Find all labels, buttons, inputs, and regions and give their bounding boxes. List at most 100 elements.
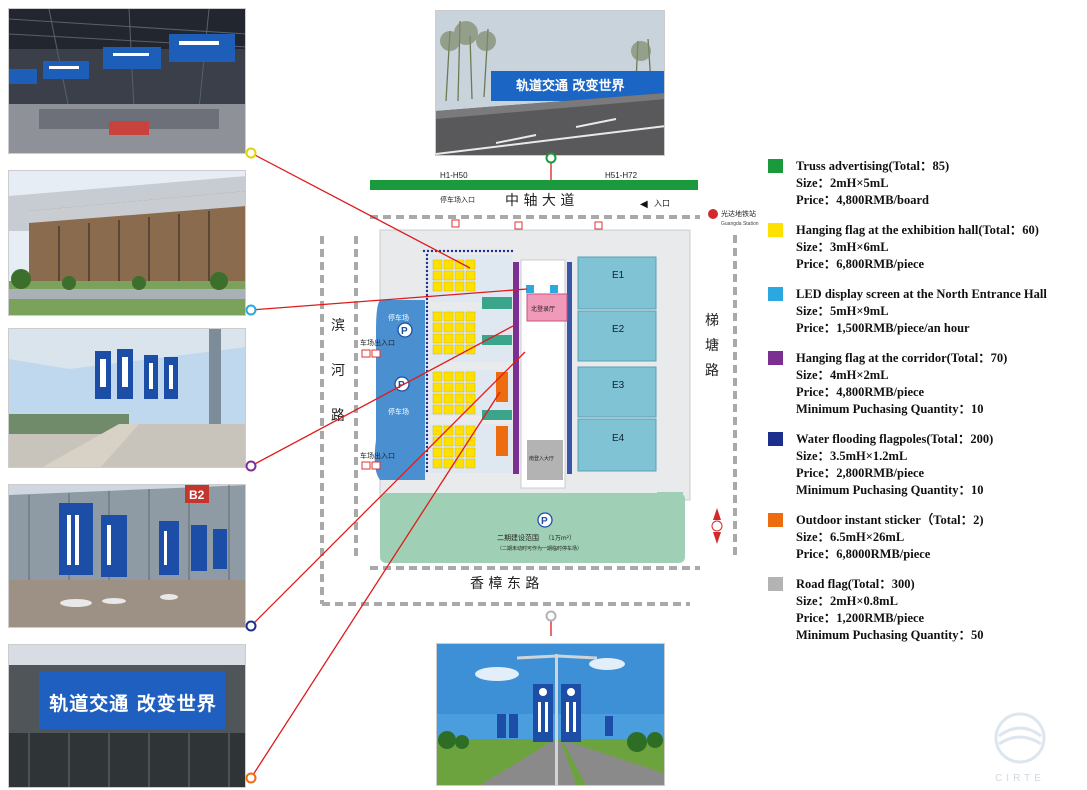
booth [465,425,476,436]
outdoor-sticker-1 [496,372,508,402]
east-halls [577,256,657,472]
booth [465,458,476,469]
flagpole-dot [510,249,514,253]
flagpole-dot [474,249,478,253]
road-south-label: 香 樟 东 路 [470,575,539,592]
road-east-3: 路 [705,363,719,379]
flagpole-dot [425,345,429,349]
legend-size: Size：3mH×6mL [796,240,889,254]
road-east-1: 梯 [705,313,719,329]
booth [454,333,465,344]
flagpole-dot [498,249,502,253]
flagpole-dot [425,281,429,285]
legend-price: Price：6,8000RMB/piece [796,547,931,561]
flagpole-dot [425,265,429,269]
flagpole-dot [425,325,429,329]
legend-price: Price：1,500RMB/piece/an hour [796,321,970,335]
hall-e1: E1 [612,270,625,281]
booth [454,425,465,436]
legend-title: Hanging flag at the corridor(Total：70) [796,351,1008,365]
flagpole-dot [425,337,429,341]
flagpole-dot [425,313,429,317]
arrow-icon: ◀ [640,199,648,210]
photo-roadside-truss: 轨道交通 改变世界 [435,10,665,156]
parking-lot-label-2: 停车场 [388,407,409,416]
parking-entrance-top: 停车场入口 [440,195,475,204]
flagpole-dot [425,389,429,393]
corridor-flag-strip [513,262,519,474]
legend-title: Hanging flag at the exhibition hall(Tota… [796,223,1039,237]
booth [443,382,454,393]
booth [465,281,476,292]
booth [432,393,443,404]
flagpole-dot [486,249,490,253]
legend-swatch [768,577,783,591]
flagpole-dot [425,333,429,337]
legend-extra: Minimum Puchasing Quantity：10 [796,402,984,416]
flagpole-dot [425,417,429,421]
flagpole-dot [425,277,429,281]
flagpole-dot [450,249,454,253]
legend-size: Size：2mH×5mL [796,176,889,190]
booth [454,447,465,458]
led-screen-2 [550,285,558,293]
flagpole-dot [446,249,450,253]
booth [432,344,443,355]
flagpole-dot [442,249,446,253]
booth [465,436,476,447]
flagpole-dot [425,289,429,293]
flagpole-dot [425,361,429,365]
flagpole-dot [425,365,429,369]
flagpole-dot [425,385,429,389]
flagpole-dot [425,297,429,301]
booth [432,425,443,436]
flagpole-dot [425,413,429,417]
station-name: 光达地铁站 [721,209,756,218]
flagpole-dot [425,445,429,449]
legend-item: Hanging flag at the corridor(Total：70)Si… [768,350,1086,418]
photo-exhibition-building-exterior [8,170,246,316]
booth [454,259,465,270]
booth [465,447,476,458]
flagpole-dot [425,273,429,277]
parking-exit-2: 车场出入口 [360,451,395,460]
road-north-label: 中 轴 大 道 [505,193,574,209]
south-hall [527,440,563,480]
booth [454,311,465,322]
booth [432,447,443,458]
hall-e3: E3 [612,380,625,391]
flagpole-dot [425,465,429,469]
compass-icon [711,508,723,544]
flagpole-dot [430,249,434,253]
parking-icon-3 [537,512,553,528]
phase2-note: （二期未动时可作为一期临时停车场） [497,545,582,552]
flagpole-dot [466,249,470,253]
flagpole-dot [425,453,429,457]
booth [432,259,443,270]
booth [443,458,454,469]
booth [454,344,465,355]
flagpole-dot [425,341,429,345]
north-hall-label: 北登录厅 [531,305,555,313]
legend-item: Water flooding flagpoles(Total：200)Size：… [768,431,1086,499]
legend-title: Road flag(Total：300) [796,577,915,591]
cirte-watermark: CIRTE [985,708,1055,784]
watermark-text: CIRTE [995,773,1045,784]
legend-price: Price：4,800RMB/board [796,193,929,207]
gate-icons-north [451,219,603,230]
flagpole-dot [425,409,429,413]
flagpole-dot [502,249,506,253]
photo-exhibition-hall-interior [8,8,246,154]
photo-entrance-flagpoles: B2 [8,484,246,628]
road-west-2: 河 [331,363,345,379]
legend-extra: Minimum Puchasing Quantity：50 [796,628,984,642]
flagpole-dot [478,249,482,253]
booth [443,371,454,382]
booth [454,371,465,382]
flagpole-dot [425,377,429,381]
booth [465,259,476,270]
photo-corridor-hanging-flags [8,328,246,468]
booth [443,333,454,344]
